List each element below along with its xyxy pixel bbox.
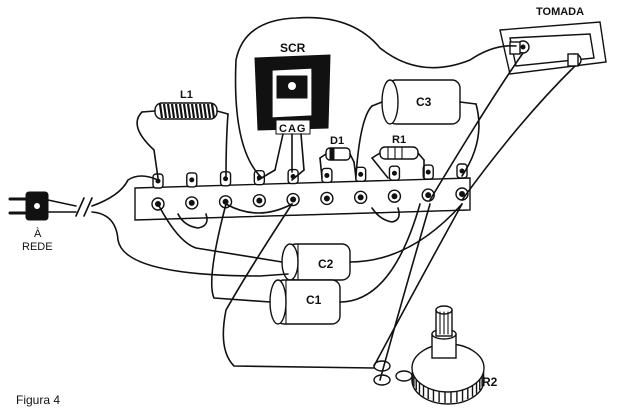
coil-winding [166,103,172,119]
figure-caption: Figura 4 [16,393,60,407]
outlet-label: TOMADA [536,6,584,18]
c1-label: C1 [306,293,322,307]
outlet-tomada [499,21,607,75]
capacitor-c3 [371,79,477,125]
terminal-lug-hole [358,171,364,177]
terminal-lug-hole [391,170,397,176]
wiring [47,16,576,381]
terminal-screw-center [391,193,398,200]
inductor-label: L1 [180,89,193,101]
c3-label: C3 [416,95,432,109]
coil-winding [210,103,216,119]
terminal-strip [134,163,471,229]
terminal-lug-hole [223,176,229,182]
coil-winding [182,103,188,119]
terminal-lug-hole [425,169,431,175]
terminal-lug-hole [459,168,465,174]
terminal-screw-center [459,191,465,197]
r1-label: R1 [392,134,406,146]
c2-label: C2 [318,257,334,271]
d1-label: D1 [330,135,344,147]
terminal-screw-center [188,199,195,206]
terminal-lug-hole [324,172,330,178]
resistor-r1 [371,146,425,161]
scr-label: SCR [280,41,306,55]
capacitor-c2 [281,243,351,281]
diode-d1 [319,147,355,163]
scr-pins-label: CAG [279,123,306,135]
terminal-screw-center [323,195,330,202]
terminal-screw-center [290,196,297,203]
coil-winding [198,103,204,119]
coil-winding [158,103,164,119]
coil-winding [174,103,180,119]
inductor-l1 [141,102,229,120]
coil-winding [186,103,192,119]
coil-winding [202,103,208,119]
terminal-screw-center [425,192,432,199]
coil-winding [170,103,176,119]
coil-winding [206,103,212,119]
coil-winding [162,103,168,119]
scr-heatsink [254,54,331,173]
capacitor-c1 [269,279,341,325]
coil-winding [178,103,184,119]
coil-winding [190,103,196,119]
r2-label: R2 [482,375,498,389]
terminal-screw-center [357,194,364,201]
mains-label-line2: REDE [22,241,53,253]
potentiometer-r2 [373,305,485,405]
mains-plug [8,191,93,221]
terminal-screw-center [256,197,263,204]
terminal-lug-hole [189,177,195,183]
mains-label-line1: À [34,227,42,240]
coil-winding [194,103,200,119]
